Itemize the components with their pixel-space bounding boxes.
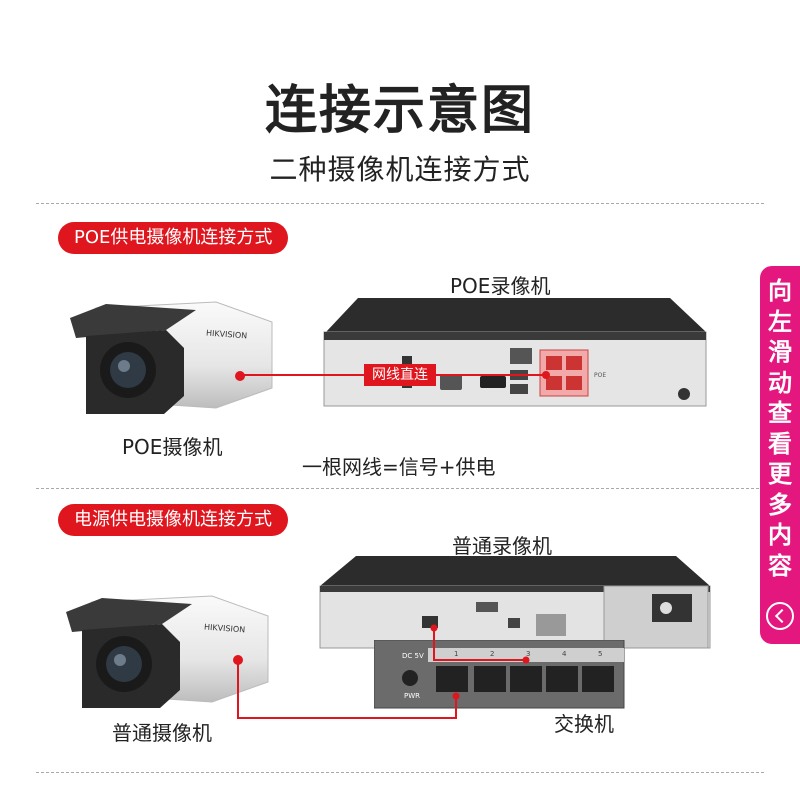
swipe-hint-tab[interactable]: 向左滑动查看更多内容 xyxy=(760,266,800,644)
poe-section-pill: POE供电摄像机连接方式 xyxy=(58,222,289,254)
switch-port-5: 5 xyxy=(598,650,603,658)
normal-recorder-illustration xyxy=(319,556,711,649)
page-subtitle: 二种摄像机连接方式 xyxy=(269,153,531,186)
switch-dc-label: DC 5V xyxy=(402,652,424,660)
switch-port-3: 3 xyxy=(526,650,531,658)
cable-direct-tag: 网线直连 xyxy=(364,364,436,386)
poe-camera-port-dot xyxy=(235,371,245,381)
normal-section-pill: 电源供电摄像机连接方式 xyxy=(58,504,288,536)
normal-camera-illustration xyxy=(66,595,269,708)
poe-camera-illustration xyxy=(70,301,273,414)
switch-illustration xyxy=(374,640,625,709)
poe-camera-label: POE摄像机 xyxy=(122,435,223,459)
poe-port-text: POE xyxy=(594,372,607,379)
poe-recorder-label: POE录像机 xyxy=(450,274,551,298)
normal-recorder-label: 普通录像机 xyxy=(452,534,552,558)
divider-top xyxy=(36,203,764,204)
switch-pwr-label: PWR xyxy=(404,692,421,700)
divider-middle xyxy=(36,488,764,489)
poe-caption: 一根网线=信号+供电 xyxy=(302,455,496,479)
switch-label: 交换机 xyxy=(554,712,614,736)
chevron-left-icon[interactable] xyxy=(766,602,794,630)
page-title: 连接示意图 xyxy=(264,81,535,141)
normal-camera-label: 普通摄像机 xyxy=(112,721,212,745)
divider-bottom xyxy=(36,772,764,773)
switch-port-1: 1 xyxy=(454,650,459,658)
switch-port-4: 4 xyxy=(562,650,567,658)
switch-port-2: 2 xyxy=(490,650,495,658)
swipe-hint-text: 向左滑动查看更多内容 xyxy=(768,277,792,580)
